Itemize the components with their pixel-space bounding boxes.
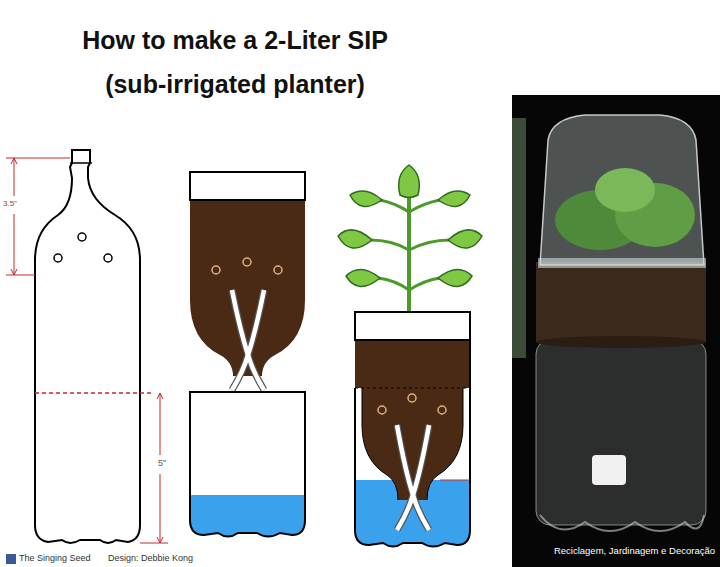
hole — [274, 266, 282, 274]
photo-wick — [592, 455, 626, 485]
plant — [338, 165, 482, 314]
soil — [355, 340, 470, 500]
photo-bottle-feet — [540, 515, 704, 531]
hole — [438, 406, 446, 414]
hole — [408, 394, 416, 402]
photo-plants — [595, 168, 655, 212]
title: How to make a 2-Liter SIP (sub-irrigated… — [65, 18, 405, 106]
wick — [232, 290, 264, 390]
photo — [512, 95, 720, 567]
wick — [397, 425, 429, 530]
photo-background — [512, 95, 720, 567]
leaf — [346, 269, 380, 286]
cap-ring — [70, 162, 92, 164]
water-mark — [440, 480, 470, 481]
hole — [54, 254, 62, 262]
watermark: Reciclagem, Jardinagem e Decoração — [520, 545, 715, 556]
bottom-cup — [188, 392, 308, 545]
wick — [232, 290, 264, 390]
wick — [232, 290, 264, 390]
arrowhead — [11, 158, 17, 164]
hole — [212, 266, 220, 274]
leaf — [338, 230, 372, 248]
water — [188, 495, 308, 545]
arrowhead — [157, 537, 163, 543]
dimension-lines — [6, 158, 168, 543]
dimension-line — [160, 474, 161, 543]
arrowhead — [157, 393, 163, 399]
arrowhead — [11, 269, 17, 275]
stem — [370, 200, 450, 290]
wick — [232, 290, 264, 390]
photo-rim — [538, 258, 706, 268]
photo-soil-edge — [536, 336, 706, 348]
hole — [243, 258, 251, 266]
dimension-tick — [140, 543, 168, 544]
hole — [378, 406, 386, 414]
cut-line — [355, 388, 470, 389]
photo-side-bottle — [512, 118, 526, 358]
cup-outline — [190, 392, 305, 537]
bottle-body — [35, 150, 140, 543]
cup-outline — [355, 340, 470, 547]
leaf — [399, 165, 420, 198]
photo-dome — [540, 115, 704, 265]
dimension-line — [14, 158, 15, 196]
leaf — [350, 191, 382, 206]
wick — [397, 425, 429, 530]
wick — [397, 425, 429, 530]
photo-soil — [536, 262, 706, 342]
wick — [397, 425, 429, 530]
bottle-outline — [35, 150, 152, 543]
dimension-line — [14, 214, 15, 275]
dimension-label: 3.5" — [3, 199, 29, 208]
bottle-rim — [355, 312, 470, 340]
leaf — [438, 269, 472, 286]
dimension-tick — [6, 158, 70, 159]
dimension-label: 5" — [154, 458, 170, 468]
facebook-icon — [6, 554, 16, 564]
dimension-line — [160, 393, 161, 455]
credit: The Singing Seed — [19, 553, 104, 563]
photo-bottle-body — [536, 340, 706, 525]
leaf — [438, 191, 470, 206]
leaf — [448, 230, 482, 248]
assembled-planter — [353, 312, 473, 550]
bottle-rim — [190, 172, 305, 200]
hole — [78, 233, 86, 241]
cut-line — [35, 392, 152, 394]
top-piece — [190, 172, 305, 390]
credit: Design: Debbie Kong — [108, 553, 218, 563]
hole — [104, 254, 112, 262]
dimension-tick — [6, 275, 35, 276]
